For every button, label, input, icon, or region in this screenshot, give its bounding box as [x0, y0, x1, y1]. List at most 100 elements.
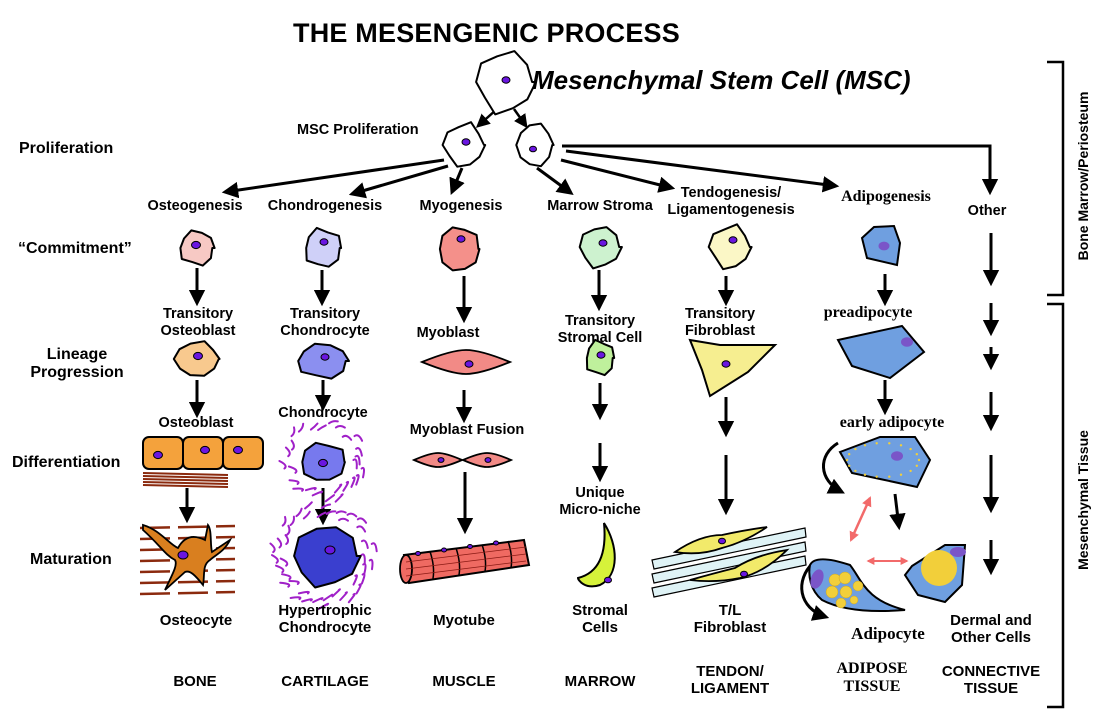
cartilage-matrix-fiber [368, 558, 374, 571]
lipid-droplet [839, 585, 853, 599]
myotube-striation [405, 546, 527, 563]
lipid-droplet [888, 475, 891, 478]
process-line: Tendogenesis/ [680, 185, 782, 201]
preadipocyte-label: preadipocyte [823, 304, 913, 321]
stage-label-line: Lineage [46, 346, 108, 363]
label-line: Chondrocyte [278, 619, 372, 637]
tissue-marrow: MARROW [564, 673, 636, 690]
transitory-chondrocyte-label: Transitory Chondrocyte [280, 306, 369, 339]
cartilage-matrix-fiber [355, 474, 360, 486]
cartilage-matrix-fiber [360, 553, 366, 565]
adipo-nucleus [878, 241, 890, 251]
cartilage-matrix-fiber [275, 564, 285, 574]
myotube-label: Myotube [433, 612, 495, 629]
stem-cell-label: Mesenchymal Stem Cell (MSC) [532, 65, 911, 95]
label-line: LIGAMENT [690, 680, 770, 698]
tl-fibroblast-cell [689, 548, 790, 583]
lipid-droplet [838, 571, 852, 585]
early-adipocyte-label: early adipocyte [839, 414, 945, 431]
stage-label-proliferation: Proliferation [19, 140, 114, 157]
label-line: CONNECTIVE [941, 663, 1041, 680]
process-chondrogenesis: Chondrogenesis [267, 198, 383, 214]
cartilage-matrix-fiber [295, 507, 303, 518]
reversible-arrow [849, 496, 872, 542]
label-line: Micro-niche [559, 501, 641, 518]
cartilage-matrix-fiber [317, 424, 327, 431]
cartilage-matrix-fiber [325, 510, 337, 515]
lipid-droplet [863, 444, 867, 447]
label-line: Transitory [162, 306, 234, 322]
cartilage-matrix-fiber [341, 434, 353, 441]
bracket-bone-marrow [1047, 60, 1065, 297]
cartilage-matrix-fiber [352, 574, 358, 586]
cartilage-matrix-fiber [297, 590, 310, 595]
nucleus [718, 537, 726, 545]
lipid-droplet [875, 475, 878, 478]
commit-cell-myo [438, 226, 481, 272]
cartilage-matrix-fiber [362, 562, 367, 575]
cartilage-matrix-fiber [318, 602, 330, 610]
label-line: Fibroblast [684, 322, 756, 339]
nucleus [604, 576, 612, 584]
preadipocyte-cell [836, 324, 926, 380]
process-tendogenesis: Tendogenesis/ Ligamentogenesis [667, 185, 794, 218]
bone-matrix-fiber [142, 484, 229, 488]
cartilage-matrix-fiber [312, 597, 324, 604]
nucleus [318, 458, 328, 468]
lipid-droplet [849, 595, 859, 605]
tl-fibroblast-label: T/L Fibroblast [694, 602, 767, 637]
label-line: Other Cells [950, 629, 1032, 647]
label-line: TENDON/ [696, 663, 764, 680]
early-adipocyte-cell [838, 436, 932, 489]
nucleus [464, 360, 474, 368]
lipid-droplet [848, 453, 851, 456]
myoblast-label: Myoblast [416, 325, 480, 341]
arrow-to-osteogenesis [221, 158, 445, 199]
lipid-droplet [915, 464, 918, 467]
label-line: Hypertrophic [278, 602, 372, 619]
bracket-mesenchymal-tissue [1047, 302, 1065, 709]
cartilage-matrix-fiber [309, 422, 319, 431]
cartilage-matrix-fiber [324, 494, 336, 503]
commit-cell-chondro [305, 226, 343, 268]
msc-proliferation-label: MSC Proliferation [297, 122, 419, 138]
cartilage-matrix-fiber [333, 483, 343, 494]
process-line: Ligamentogenesis [667, 201, 795, 218]
tissue-tendon-ligament: TENDON/ LIGAMENT [691, 663, 769, 698]
cartilage-matrix-fiber [301, 598, 313, 603]
label-line: Transitory [684, 306, 756, 322]
lipid-droplet [888, 442, 891, 445]
dermal-cells-label: Dermal and Other Cells [950, 612, 1032, 647]
nucleus [319, 238, 329, 246]
nucleus [153, 450, 163, 460]
nucleus [461, 138, 471, 146]
nucleus [596, 351, 606, 359]
stromal-cell [576, 522, 616, 588]
lipid-droplet [835, 597, 847, 609]
diagram-title: THE MESENGENIC PROCESS [293, 18, 680, 48]
bone-matrix-fiber [142, 475, 229, 479]
cartilage-matrix-fiber [320, 503, 332, 509]
osteoblast-cell [222, 436, 264, 470]
label-line: Chondrocyte [280, 322, 370, 339]
lipid-droplet [875, 442, 878, 445]
stage-label-lineage-progression: Lineage Progression [30, 346, 123, 383]
bone-matrix-fiber [142, 472, 229, 476]
cartilage-matrix-fiber [356, 517, 368, 524]
stromal-cells-label: Stromal Cells [572, 602, 628, 637]
cartilage-matrix-fiber [342, 480, 350, 492]
arrow-to-marrow-stroma [536, 166, 574, 195]
lipid-droplet [863, 473, 867, 476]
nucleus [493, 540, 499, 546]
nucleus [177, 550, 189, 560]
cartilage-matrix-fiber [302, 510, 311, 520]
bracket-label-mesenchymal-tissue: Mesenchymal Tissue [1075, 430, 1091, 570]
lipid-droplet [917, 458, 921, 462]
stage-label-line: Progression [30, 364, 124, 382]
cartilage-matrix-fiber [339, 591, 348, 601]
cartilage-matrix-fiber [284, 534, 290, 545]
cartilage-matrix-fiber [288, 479, 300, 485]
cartilage-matrix-fiber [360, 466, 366, 479]
lipid-droplet [845, 458, 849, 462]
